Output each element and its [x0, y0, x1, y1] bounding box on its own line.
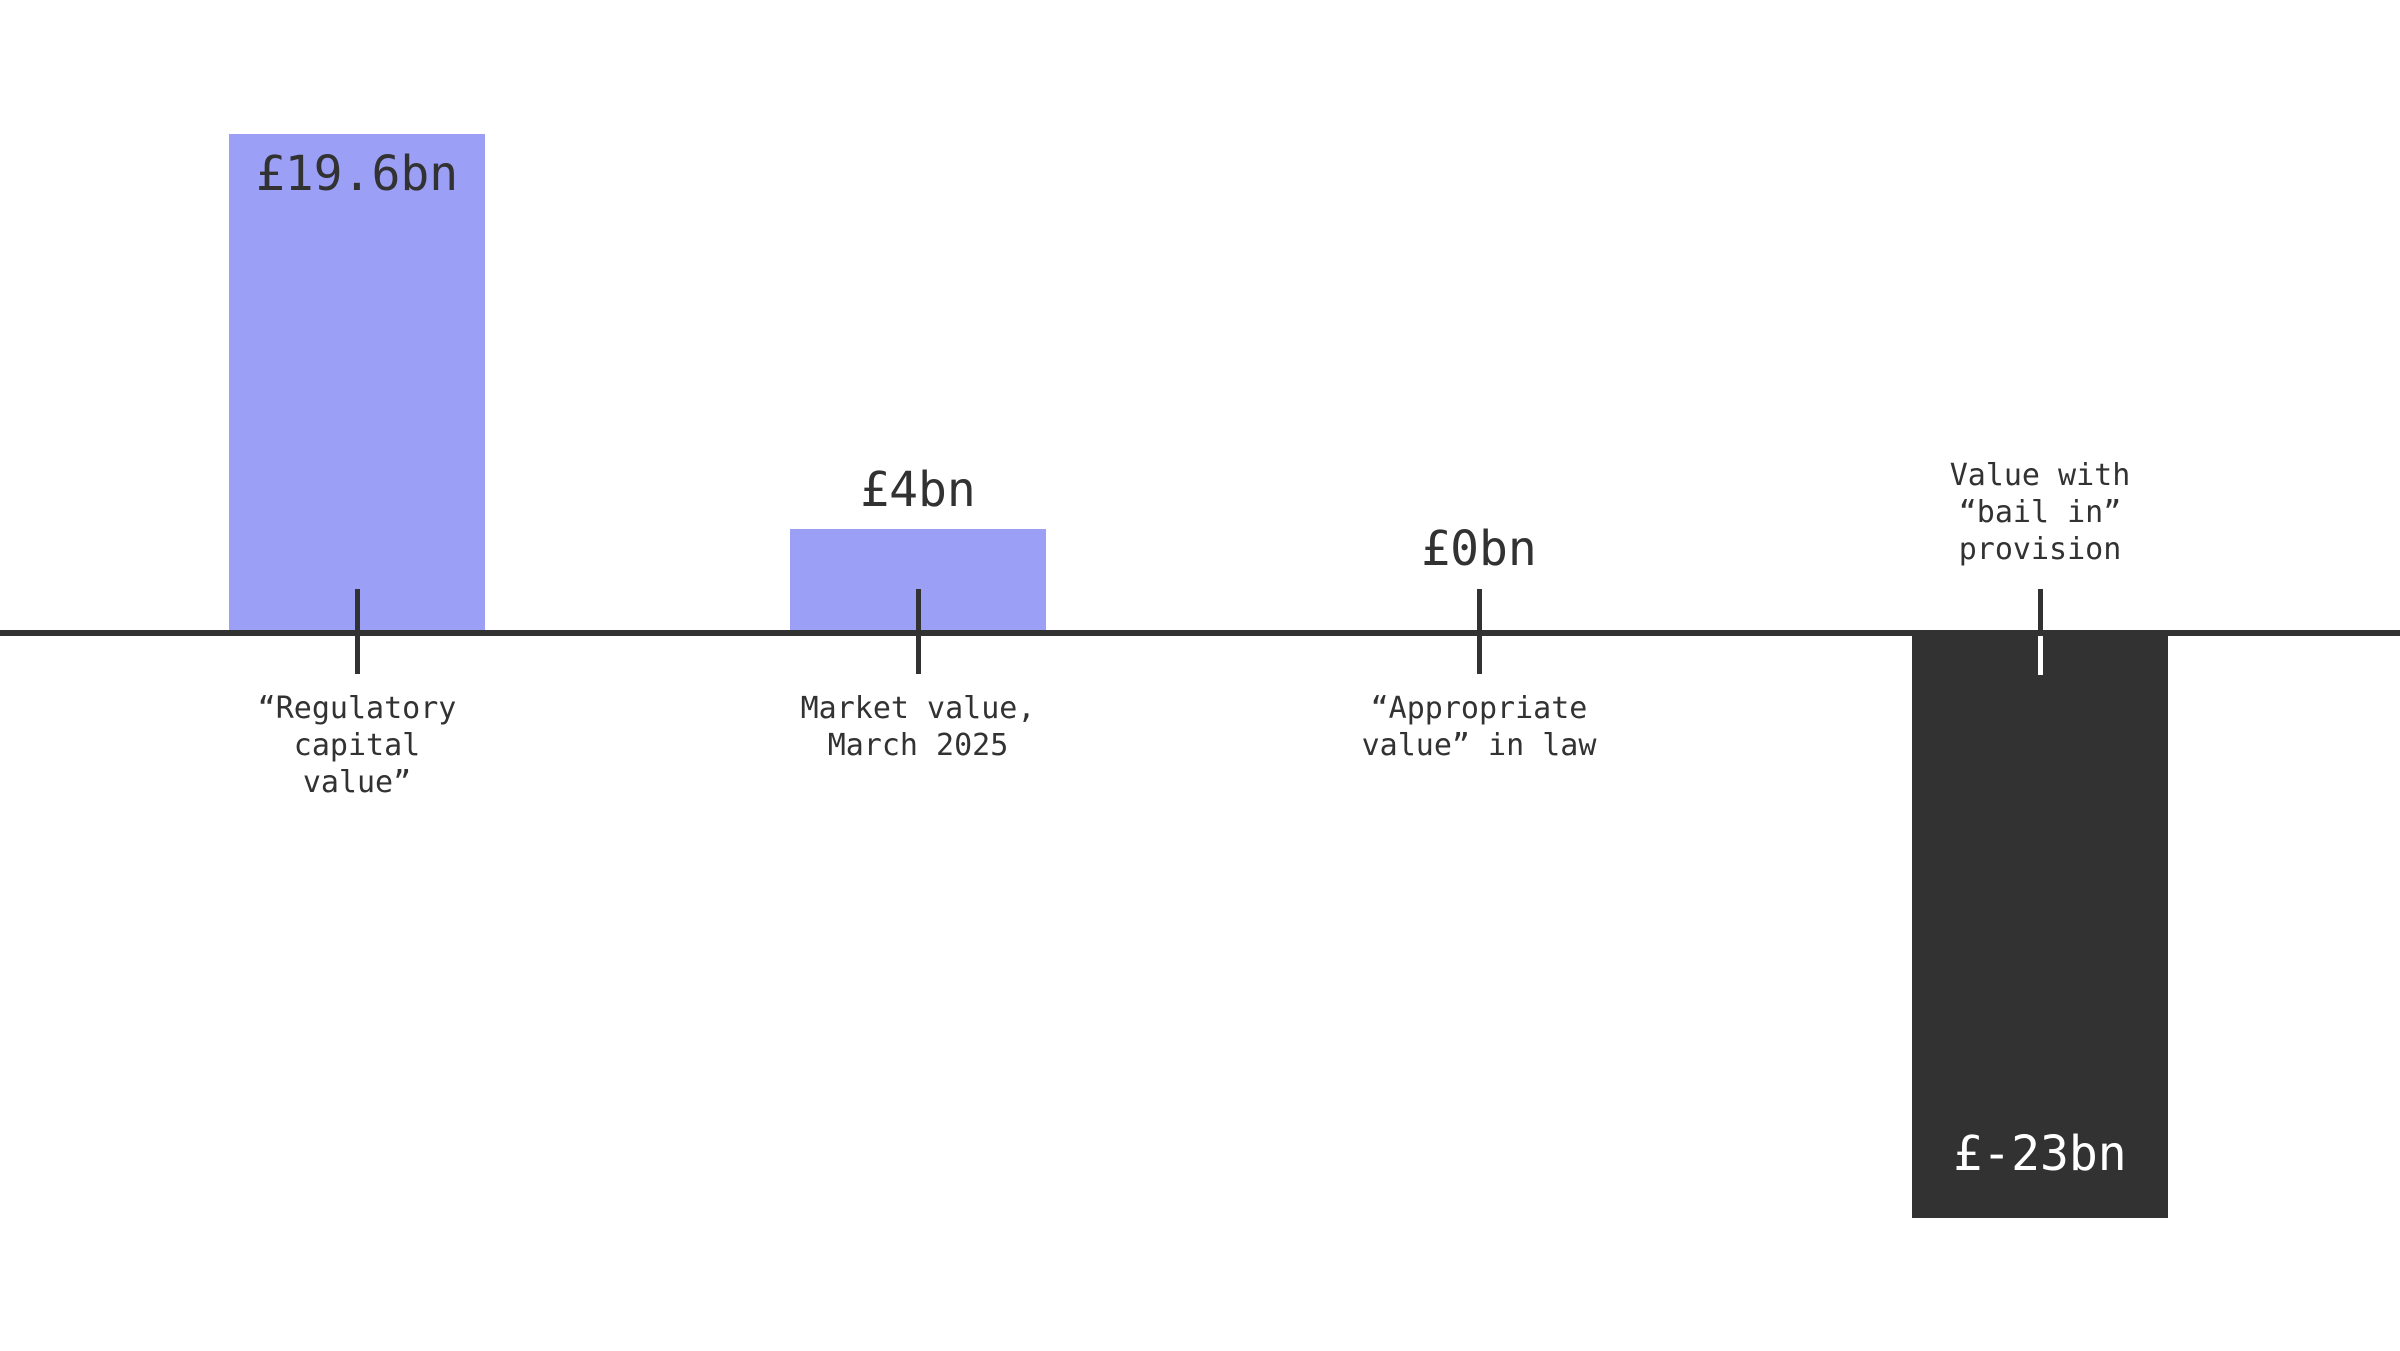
category-label-line: Value with — [1949, 458, 2131, 493]
category-label-appropriate-value: “Appropriate value” in law — [1269, 690, 1689, 764]
bar-group-market-value: £4bn Market value, March 2025 — [790, 0, 1046, 1351]
category-label-line: value” — [302, 765, 412, 800]
category-tick — [915, 589, 921, 674]
bar-group-regulatory-capital-value: £19.6bn “Regulatory capital value” — [229, 0, 485, 1351]
bar-bail-in-value-negative — [1912, 636, 2168, 1218]
category-label-line: provision — [1958, 532, 2122, 567]
category-label-regulatory-capital-value: “Regulatory capital value” — [147, 690, 567, 801]
category-tick — [1476, 589, 1482, 674]
value-label-bail-in-value: £-23bn — [1953, 1126, 2127, 1182]
value-label-appropriate-value: £0bn — [1421, 521, 1537, 577]
category-label-line: March 2025 — [827, 728, 1009, 763]
category-label-line: capital — [293, 728, 421, 763]
bar-group-appropriate-value: £0bn “Appropriate value” in law — [1351, 0, 1607, 1351]
bar-regulatory-capital-value — [229, 134, 485, 630]
category-label-line: Market value, — [800, 691, 1036, 726]
category-tick-on-dark-bar — [2037, 636, 2043, 675]
value-label-market-value: £4bn — [860, 462, 976, 518]
category-label-line: “Appropriate — [1370, 691, 1588, 726]
category-label-line: “bail in” — [1958, 495, 2122, 530]
category-tick — [2037, 589, 2043, 630]
bar-group-bail-in-value: £-23bn Value with “bail in” provision — [1912, 0, 2168, 1351]
category-label-bail-in-value: Value with “bail in” provision — [1830, 457, 2250, 568]
category-label-market-value: Market value, March 2025 — [708, 690, 1128, 764]
value-label-regulatory-capital-value: £19.6bn — [255, 146, 459, 202]
zero-axis-line — [0, 630, 2400, 636]
category-tick — [354, 589, 360, 674]
category-label-line: “Regulatory — [257, 691, 457, 726]
category-label-line: value” in law — [1361, 728, 1597, 763]
